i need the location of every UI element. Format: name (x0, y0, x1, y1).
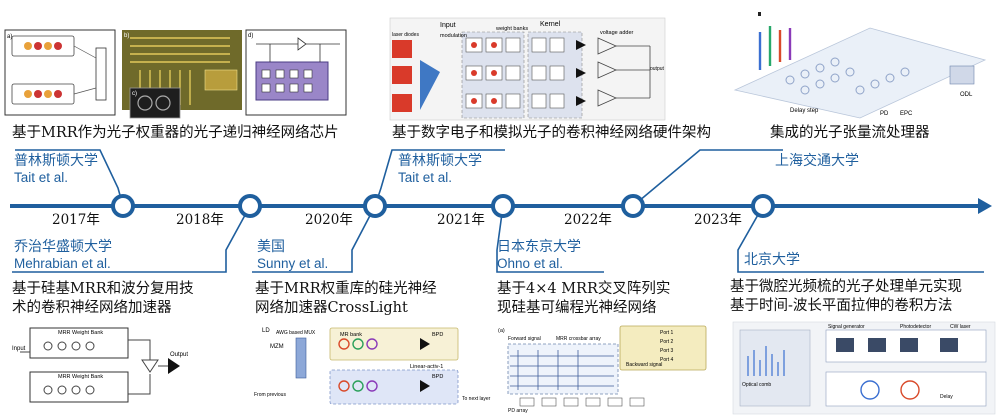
figure-3-label: MR bank (340, 332, 362, 338)
figure-2-thumbnail: Input Output MRR Weight Bank MRR Weight … (12, 322, 192, 412)
figure-4-label: output (650, 66, 665, 72)
year-label-3: 2021年 (437, 212, 485, 228)
figure-6-label: EPC (900, 111, 913, 117)
m5-authors: Ohno et al. (497, 256, 564, 271)
figure-3-label: To next layer (462, 396, 491, 402)
figure-3-label: MZM (270, 344, 284, 350)
figure-3-thumbnail: LD MZM AWG based MUX MR bank BPD Linear-… (252, 322, 491, 412)
figure-6-label: Delay step (790, 108, 819, 114)
node-2023 (751, 194, 775, 218)
figure-5-label: Forward signal (508, 336, 541, 342)
figure-5-label: Port 3 (660, 348, 674, 354)
figure-6-label: PD (880, 111, 889, 117)
figure-2-label: MRR Weight Bank (58, 374, 103, 380)
m1-description: 基于MRR作为光子权重器的光子递归神经网络芯片 (12, 125, 339, 141)
figure-3-label: From previous (254, 392, 286, 398)
node-2018 (238, 194, 262, 218)
figure-3-label: BPD (432, 332, 443, 338)
figure-3-label: BPD (432, 374, 443, 380)
m3-authors: Sunny et al. (257, 256, 329, 271)
m4-institution: 普林斯顿大学 (398, 153, 482, 169)
node-2017 (111, 194, 135, 218)
m2-description-line-1: 基于硅基MRR和波分复用技 (12, 281, 194, 297)
m2-institution: 乔治华盛顿大学 (14, 239, 112, 255)
figure-5-label: MRR crossbar array (556, 336, 601, 342)
figure-1-label: c) (132, 91, 137, 97)
figure-4-label: laser diodes (392, 32, 419, 38)
figure-7-label: Delay (940, 394, 953, 400)
node-2020 (363, 194, 387, 218)
timeline-arrowhead (978, 198, 992, 214)
m1-institution: 普林斯顿大学 (14, 153, 98, 169)
year-label-2: 2020年 (305, 212, 353, 228)
year-label-4: 2022年 (564, 212, 612, 228)
figure-3-label: AWG based MUX (276, 330, 316, 336)
figure-4-label: voltage adder (600, 30, 633, 36)
m7-institution: 北京大学 (744, 252, 800, 268)
m7-description-line-2: 基于时间-波长平面拉伸的卷积方法 (730, 298, 953, 314)
m4-authors: Tait et al. (398, 170, 453, 185)
figure-6-label: ODL (960, 92, 973, 98)
figure-1-label: d) (248, 33, 253, 39)
figure-3-label: LD (262, 328, 270, 334)
figure-4-label: weight banks (495, 26, 528, 32)
m6-institution: 上海交通大学 (775, 153, 859, 169)
figure-2-label: Input (12, 346, 26, 352)
connector-m7 (737, 205, 984, 273)
m2-authors: Mehrabian et al. (14, 256, 111, 271)
year-label-1: 2018年 (176, 212, 224, 228)
figure-5-label: Port 1 (660, 330, 674, 336)
figure-7-label: Signal generator (828, 324, 865, 330)
m2-description-line-2: 术的卷积神经网络加速器 (12, 300, 172, 316)
figure-7-thumbnail: Signal generator Photodetector Optical c… (732, 321, 996, 415)
year-label-0: 2017年 (52, 212, 100, 228)
m6-description: 集成的光子张量流处理器 (770, 125, 930, 141)
figure-1-label: b) (124, 33, 129, 39)
figure-5-label: PD array (508, 408, 528, 414)
figure-1-label: a) (7, 34, 12, 40)
m5-description-line-1: 基于4×4 MRR交叉阵列实 (497, 281, 671, 297)
figure-4-label: modulation (440, 33, 467, 39)
figure-6-thumbnail: Delay step PD EPC ODL (733, 12, 987, 119)
m4-description: 基于数字电子和模拟光子的卷积神经网络硬件架构 (392, 125, 711, 141)
node-2021 (491, 194, 515, 218)
figure-7-label: CW laser (950, 324, 971, 330)
year-label-5: 2023年 (694, 212, 742, 228)
figure-4-thumbnail: Input modulation weight banks Kernel vol… (389, 17, 666, 121)
m3-institution: 美国 (257, 239, 285, 255)
figure-5-label: Port 2 (660, 339, 674, 345)
figure-5-thumbnail: (a) Forward signal MRR crossbar array Ba… (498, 322, 710, 414)
figure-4-label: Kernel (540, 21, 561, 28)
m5-description-line-2: 现硅基可编程光神经网络 (497, 300, 657, 316)
figure-5-label: Port 4 (660, 357, 674, 363)
m1-authors: Tait et al. (14, 170, 69, 185)
figure-4-label: Input (440, 22, 456, 29)
figure-5-label: (a) (498, 328, 505, 334)
figure-3-label: Linear-activ-1 (410, 364, 443, 370)
m5-institution: 日本东京大学 (497, 239, 581, 255)
figure-7-label: Photodetector (900, 324, 931, 330)
figure-1-thumbnail: a) b) c) d) (4, 29, 347, 119)
connector-m6 (632, 149, 783, 207)
connector-m3 (252, 205, 376, 273)
m7-description-line-1: 基于微腔光频梳的光子处理单元实现 (730, 279, 962, 295)
m3-description-line-2: 网络加速器CrossLight (255, 300, 408, 316)
figure-7-label: Optical comb (742, 382, 771, 388)
figure-2-label: MRR Weight Bank (58, 330, 103, 336)
figure-2-label: Output (170, 352, 188, 358)
connector-m2 (12, 205, 251, 273)
figure-5-label: Backward signal (626, 362, 662, 368)
node-2022 (621, 194, 645, 218)
m3-description-line-1: 基于MRR权重库的硅光神经 (255, 281, 437, 297)
connector-m5 (496, 205, 604, 273)
milestone-nodes (111, 194, 775, 218)
